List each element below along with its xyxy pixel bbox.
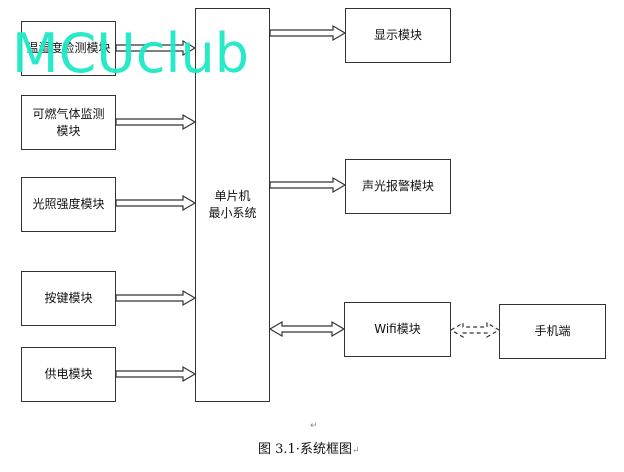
bidirectional-arrow — [268, 320, 346, 338]
paragraph-mark: ↵ — [310, 421, 318, 431]
box-label: 显示模块 — [373, 28, 422, 42]
wifi-module-box: Wifi模块 — [344, 302, 451, 357]
box-label: 最小系统 — [208, 206, 257, 220]
wireless-dashed-arrow — [449, 321, 501, 339]
input-arrow — [115, 365, 197, 383]
caption-text: 图 3.1·系统框图 — [258, 442, 352, 457]
input-arrow — [115, 113, 197, 131]
box-label: 声光报警模块 — [361, 179, 434, 193]
box-label: 供电模块 — [44, 367, 93, 381]
box-label: 单片机 — [214, 189, 251, 203]
display-module-box: 显示模块 — [345, 8, 451, 63]
power-module-box: 供电模块 — [21, 347, 116, 402]
key-module-box: 按键模块 — [21, 271, 116, 326]
output-arrow — [269, 176, 347, 194]
alarm-module-box: 声光报警模块 — [345, 159, 451, 214]
box-label: 温湿度检测模块 — [26, 41, 111, 55]
box-label: Wifi模块 — [374, 322, 421, 336]
box-label: 光照强度模块 — [32, 197, 105, 211]
box-label: 手机端 — [534, 324, 571, 338]
light-intensity-module-box: 光照强度模块 — [21, 177, 116, 232]
box-label: 可燃气体监测 — [32, 106, 105, 121]
input-arrow — [115, 39, 197, 57]
input-arrow — [115, 194, 197, 212]
output-arrow — [269, 24, 347, 42]
box-label: 按键模块 — [44, 291, 93, 305]
figure-caption: 图 3.1·系统框图↵ — [258, 438, 360, 457]
gas-detection-module-box: 可燃气体监测模块 — [21, 95, 116, 150]
box-label: 模块 — [56, 123, 81, 138]
paragraph-mark: ↵ — [351, 446, 360, 456]
input-arrow — [115, 289, 197, 307]
humidity-temperature-module-box: 温湿度检测模块 — [21, 21, 116, 76]
phone-box: 手机端 — [499, 304, 606, 359]
mcu-box: 单片机最小系统 — [195, 8, 270, 402]
